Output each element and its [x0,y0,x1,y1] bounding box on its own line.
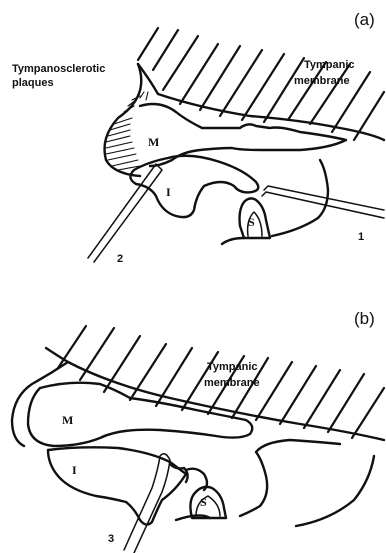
panel-a-tympanosclerotic-plaques [106,92,148,170]
panel-a-instrument-2 [88,164,162,262]
panel-a-plaques-label: plaques [12,77,54,89]
panel-b-membrane-label: membrane [204,377,260,389]
panel-b: (b) [12,309,384,553]
panel-a-tympanosclerotic-label: Tympanosclerotic [12,63,105,75]
panel-b-instrument-3-label: 3 [108,533,114,545]
panel-a-stapes-label: S [248,215,255,229]
panel-a-tympanic-label: Tympanic [304,59,355,71]
panel-a-stapes [240,198,271,238]
panel-a-label: (a) [354,10,375,29]
panel-b-instrument-3 [124,454,170,553]
panel-b-stapes-label: S [200,495,207,509]
panel-b-label: (b) [354,309,375,328]
panel-b-malleus-label: M [62,413,73,427]
panel-b-posterior-canal-wall [12,362,68,446]
panel-b-incus-label: I [72,463,77,477]
panel-b-promontory [176,440,374,526]
panel-a-instrument-1-label: 1 [358,231,364,243]
panel-b-incus [48,447,186,524]
panel-b-tympanic-label: Tympanic [207,361,258,373]
panel-a-malleus-label: M [148,135,159,149]
panel-a-incus-label: I [166,185,171,199]
panel-a: (a) [12,10,384,265]
panel-a-membrane-label: membrane [294,75,350,87]
panel-a-instrument-2-label: 2 [117,253,123,265]
